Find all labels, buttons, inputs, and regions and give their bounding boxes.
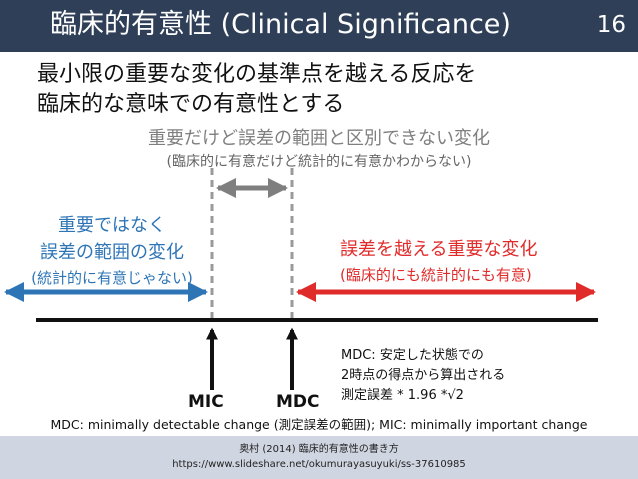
footer-reference: 奥村 (2014) 臨床的有意性の書き方 [239, 444, 399, 455]
right-zone-line-1: 誤差を越える重要な変化 [340, 239, 538, 260]
left-zone-line-1: 重要ではなく [58, 215, 166, 236]
intro-text: 最小限の重要な変化の基準点を越える反応を 臨床的な意味での有意性とする [37, 60, 476, 120]
gray-zone-heading: 重要だけど誤差の範囲と区別できない変化 (臨床的に有意だけど統計的に有意かわから… [0, 126, 638, 172]
mdc-note-line-3: 測定誤差 * 1.96 *√2 [341, 388, 464, 403]
definitions-text: MDC: minimally detectable change (測定誤差の範… [50, 417, 588, 432]
footer-url: https://www.slideshare.net/okumurayasuyu… [172, 459, 466, 470]
right-zone-line-2: (臨床的にも統計的にも有意) [340, 266, 532, 284]
mic-label: MIC [188, 392, 224, 412]
page-number: 16 [596, 12, 626, 38]
mdc-note-line-2: 2時点の得点から算出される [341, 368, 506, 383]
title-bar: 臨床的有意性 (Clinical Significance) 16 [0, 0, 638, 52]
mdc-label: MDC [276, 392, 320, 412]
footer: 奥村 (2014) 臨床的有意性の書き方 https://www.slidesh… [0, 436, 638, 479]
gray-zone-title: 重要だけど誤差の範囲と区別できない変化 [148, 128, 490, 149]
right-zone-label: 誤差を越える重要な変化 (臨床的にも統計的にも有意) [340, 236, 537, 287]
intro-line-2: 臨床的な意味での有意性とする [37, 92, 345, 117]
gray-zone-subtitle: (臨床的に有意だけど統計的に有意かわからない) [166, 154, 472, 170]
slide-title: 臨床的有意性 (Clinical Significance) [50, 9, 511, 40]
intro-line-1: 最小限の重要な変化の基準点を越える反応を [37, 62, 477, 87]
left-zone-line-2: 誤差の範囲の変化 [40, 242, 184, 263]
mdc-note-line-1: MDC: 安定した状態での [341, 348, 484, 363]
mdc-note: MDC: 安定した状態での 2時点の得点から算出される 測定誤差 * 1.96 … [341, 346, 505, 406]
